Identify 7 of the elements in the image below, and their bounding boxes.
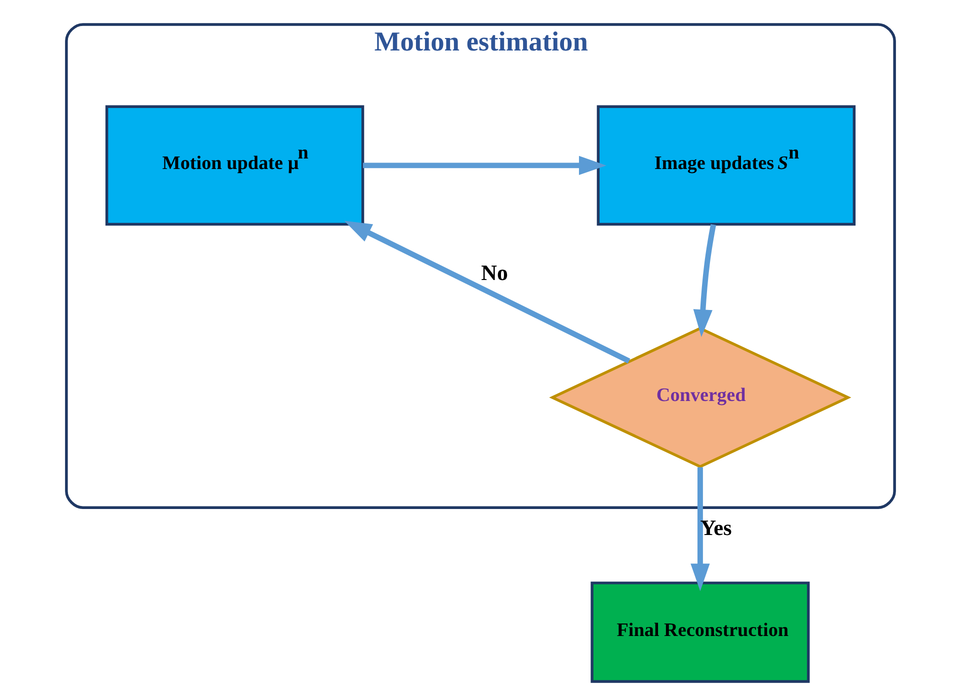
- arrow: [362, 156, 606, 176]
- arrow: [692, 224, 716, 338]
- node-diamond: Converged: [548, 326, 851, 468]
- arrow: [690, 467, 710, 592]
- arrow: [344, 220, 630, 364]
- edge-label: No: [480, 260, 508, 286]
- node-box: Final Reconstruction: [590, 582, 810, 683]
